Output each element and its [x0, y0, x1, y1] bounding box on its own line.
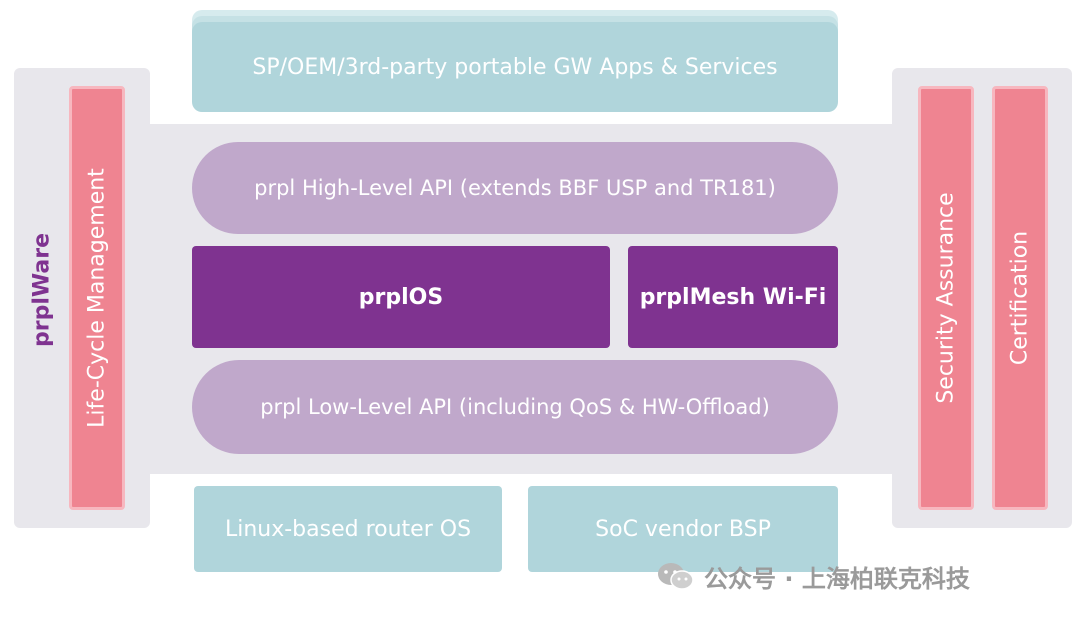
security-bar: Security Assurance	[918, 86, 974, 510]
wechat-icon	[658, 563, 694, 590]
apps-services-label: SP/OEM/3rd-party portable GW Apps & Serv…	[252, 54, 778, 80]
prplware-label: prplWare	[29, 233, 55, 347]
security-label: Security Assurance	[933, 192, 959, 404]
prplos-box: prplOS	[192, 246, 610, 348]
watermark-text: 公众号 · 上海柏联克科技	[704, 564, 970, 593]
soc-bsp-label: SoC vendor BSP	[595, 516, 771, 542]
linux-os-box: Linux-based router OS	[194, 486, 502, 572]
low-level-api-box: prpl Low-Level API (including QoS & HW-O…	[192, 360, 838, 454]
prplware-label-area: prplWare	[14, 150, 70, 430]
certification-bar: Certification	[992, 86, 1048, 510]
apps-services-box: SP/OEM/3rd-party portable GW Apps & Serv…	[192, 22, 838, 112]
high-level-api-box: prpl High-Level API (extends BBF USP and…	[192, 142, 838, 234]
certification-label: Certification	[1007, 230, 1033, 366]
prplmesh-label: prplMesh Wi-Fi	[639, 284, 827, 310]
prplmesh-box: prplMesh Wi-Fi	[628, 246, 838, 348]
soc-bsp-box: SoC vendor BSP	[528, 486, 838, 572]
lifecycle-bar: Life-Cycle Management	[69, 86, 125, 510]
linux-os-label: Linux-based router OS	[224, 516, 472, 542]
lifecycle-label: Life-Cycle Management	[84, 168, 110, 428]
high-level-api-label: prpl High-Level API (extends BBF USP and…	[254, 176, 776, 200]
watermark: 公众号 · 上海柏联克科技	[656, 556, 970, 596]
prplos-label: prplOS	[358, 284, 444, 310]
low-level-api-label: prpl Low-Level API (including QoS & HW-O…	[260, 395, 770, 419]
